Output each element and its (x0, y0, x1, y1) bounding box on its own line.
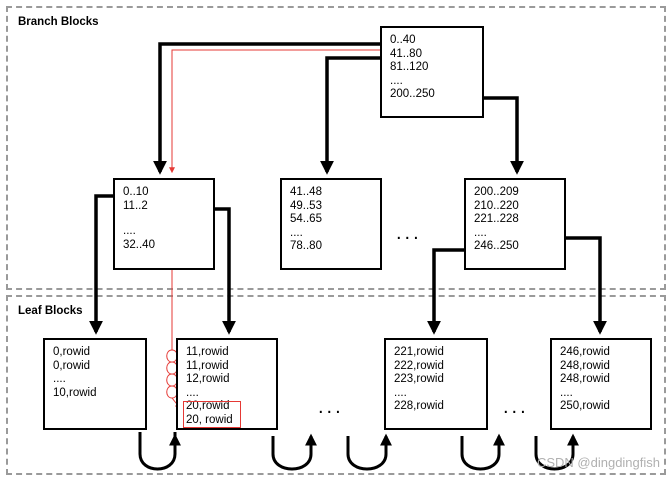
root-key-range: 81..120 (390, 61, 429, 74)
leaf-entry: 248,rowid (560, 373, 610, 386)
leaf-entry: 0,rowid (53, 346, 91, 358)
branch-key-range: 49..53 (290, 199, 322, 212)
arrow-branch-1-to-leaf-2 (213, 207, 236, 335)
arrow-branch-3-to-leaf-4 (564, 236, 607, 335)
leaf-blocks-region (6, 295, 666, 475)
leaf-entry: 246,rowid (560, 346, 610, 358)
search-path-leaf-scan (166, 349, 180, 408)
leaf-entry: .... (186, 386, 199, 399)
arrow-branch-1-to-leaf-1 (89, 194, 114, 335)
leaf-entry: 250,rowid (560, 400, 610, 413)
leaf-blocks-title: Leaf Blocks (18, 305, 83, 317)
branch-blocks-title: Branch Blocks (18, 16, 99, 28)
leaf-link-arrow-1 (138, 432, 177, 471)
leaf-link-arrow-4-heads (460, 436, 499, 454)
arrow-branch-3-to-leaf-3 (427, 248, 465, 335)
leaf-entry: .... (394, 386, 407, 399)
leaf-entry: .... (560, 386, 573, 399)
branch-key-range: 221..228 (474, 213, 519, 226)
branch-key-range: 210..220 (474, 199, 519, 212)
leaf-link-arrow-5 (534, 453, 575, 471)
branch-key-range: 246..250 (474, 240, 519, 253)
leaf-ellipsis-right: ... (503, 396, 529, 418)
leaf-entry: 223,rowid (394, 373, 444, 386)
branch-block-2: 41..48 49..53 54..65 .... 78..80 (280, 178, 382, 270)
leaf-entry: .... (53, 373, 66, 386)
branch-block-3: 200..209 210..220 221..228 .... 246..250 (464, 178, 566, 270)
leaf-entry: 11,rowid (186, 359, 229, 372)
branch-key-range: 78..80 (290, 240, 322, 253)
leaf-entry: 228,rowid (394, 400, 444, 413)
branch-blocks-region (6, 6, 666, 290)
leaf-link-arrow-5-heads (534, 436, 573, 454)
leaf-link-arrow-2-heads (271, 436, 311, 454)
leaf-block-4: 246,rowid 248,rowid 248,rowid .... 250,r… (550, 338, 652, 430)
branch-key-range: .... (474, 226, 487, 239)
leaf-entry: 248,rowid (560, 359, 610, 372)
arrow-root-to-branch-2 (320, 56, 384, 175)
branch-key-range: .... (290, 226, 303, 239)
leaf-entry: 221,rowid (394, 346, 444, 358)
branch-key-range: 0..10 (123, 186, 149, 198)
arrow-root-to-branch-3 (482, 96, 524, 175)
leaf-entry-matched: 20, rowid (186, 413, 233, 426)
branch-key-range: 41..48 (290, 186, 322, 198)
leaf-link-arrow-3 (346, 453, 388, 471)
root-key-range: .... (390, 74, 403, 87)
root-key-range: 0..40 (390, 34, 416, 46)
search-path-root-to-branch (169, 49, 384, 174)
leaf-entry-matched: 20,rowid (186, 400, 230, 413)
watermark-text: CSDN @dingdingfish (536, 455, 660, 470)
leaf-entry: 12,rowid (186, 373, 230, 386)
branch-key-range: .... (123, 225, 136, 238)
branch-key-range: 54..65 (290, 213, 322, 226)
branch-key-range: 200..209 (474, 186, 519, 198)
leaf-block-1: 0,rowid 0,rowid .... 10,rowid (43, 338, 147, 430)
leaf-link-arrow-1-heads (138, 436, 175, 454)
branch-key-range: 32..40 (123, 238, 155, 251)
leaf-block-2: 11,rowid 11,rowid 12,rowid .... 20,rowid… (176, 338, 278, 430)
branch-blank-line (123, 213, 213, 225)
leaf-entry: 0,rowid (53, 359, 91, 372)
leaf-block-3: 221,rowid 222,rowid 223,rowid .... 228,r… (384, 338, 488, 430)
leaf-link-arrow-3-heads (346, 436, 386, 454)
leaf-entry: 11,rowid (186, 346, 229, 358)
matched-entries-highlight (183, 401, 241, 428)
leaf-ellipsis-left: ... (318, 396, 344, 418)
leaf-entry: 10,rowid (53, 386, 97, 399)
root-branch-block: 0..40 41..80 81..120 .... 200..250 (380, 26, 484, 118)
arrow-root-to-branch-1 (153, 42, 384, 175)
leaf-entry: 222,rowid (394, 359, 444, 372)
root-key-range: 41..80 (390, 47, 422, 60)
branch-block-1: 0..10 11..2 .... 32..40 (113, 178, 215, 270)
branch-key-range: 11..2 (123, 199, 148, 212)
leaf-link-arrow-4 (460, 453, 501, 471)
root-key-range: 200..250 (390, 88, 435, 101)
leaf-link-arrow-2 (271, 453, 313, 471)
branch-ellipsis: ... (396, 222, 422, 244)
